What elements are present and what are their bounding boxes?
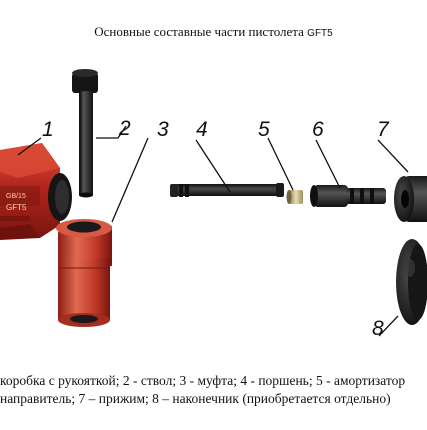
- leader-line-5: [267, 137, 294, 191]
- leader-line-2: [96, 125, 127, 139]
- body-label-1: GB/15: [6, 193, 26, 200]
- part-buffer: [286, 190, 303, 204]
- leader-line-6: [315, 139, 341, 189]
- part-body-with-handle: GB/15 GFT5: [0, 143, 72, 240]
- title-text: Основные составные части пистолета: [94, 24, 304, 39]
- page-title: Основные составные части пистолета GFT5: [0, 24, 427, 40]
- part-number-6: 6: [312, 118, 324, 141]
- leader-line-4: [195, 139, 231, 193]
- leader-line-3: [111, 137, 149, 223]
- leader-line-8: [378, 315, 399, 337]
- part-clamp: [394, 176, 427, 222]
- body-label-2: GFT5: [6, 203, 27, 212]
- title-model: GFT5: [307, 28, 333, 39]
- part-nozzle: [396, 239, 427, 325]
- part-guide: [310, 185, 386, 207]
- part-number-2: 2: [118, 117, 131, 140]
- caption-line-2: направитель; 7 – прижим; 8 – наконечник …: [0, 391, 391, 406]
- part-number-4: 4: [196, 118, 208, 141]
- leader-line-7: [377, 139, 409, 173]
- part-sleeve: [56, 219, 112, 327]
- caption-line-1: коробка с рукояткой; 2 - ствол; 3 - муфт…: [0, 373, 406, 388]
- part-piston: [170, 183, 284, 197]
- part-barrel: [72, 69, 98, 198]
- leader-lines: [17, 125, 409, 337]
- part-number-7: 7: [377, 118, 390, 141]
- part-number-8: 8: [372, 317, 384, 340]
- leader-line-1: [17, 137, 42, 156]
- part-number-1: 1: [42, 118, 54, 141]
- part-number-5: 5: [258, 118, 270, 141]
- part-number-3: 3: [157, 118, 169, 141]
